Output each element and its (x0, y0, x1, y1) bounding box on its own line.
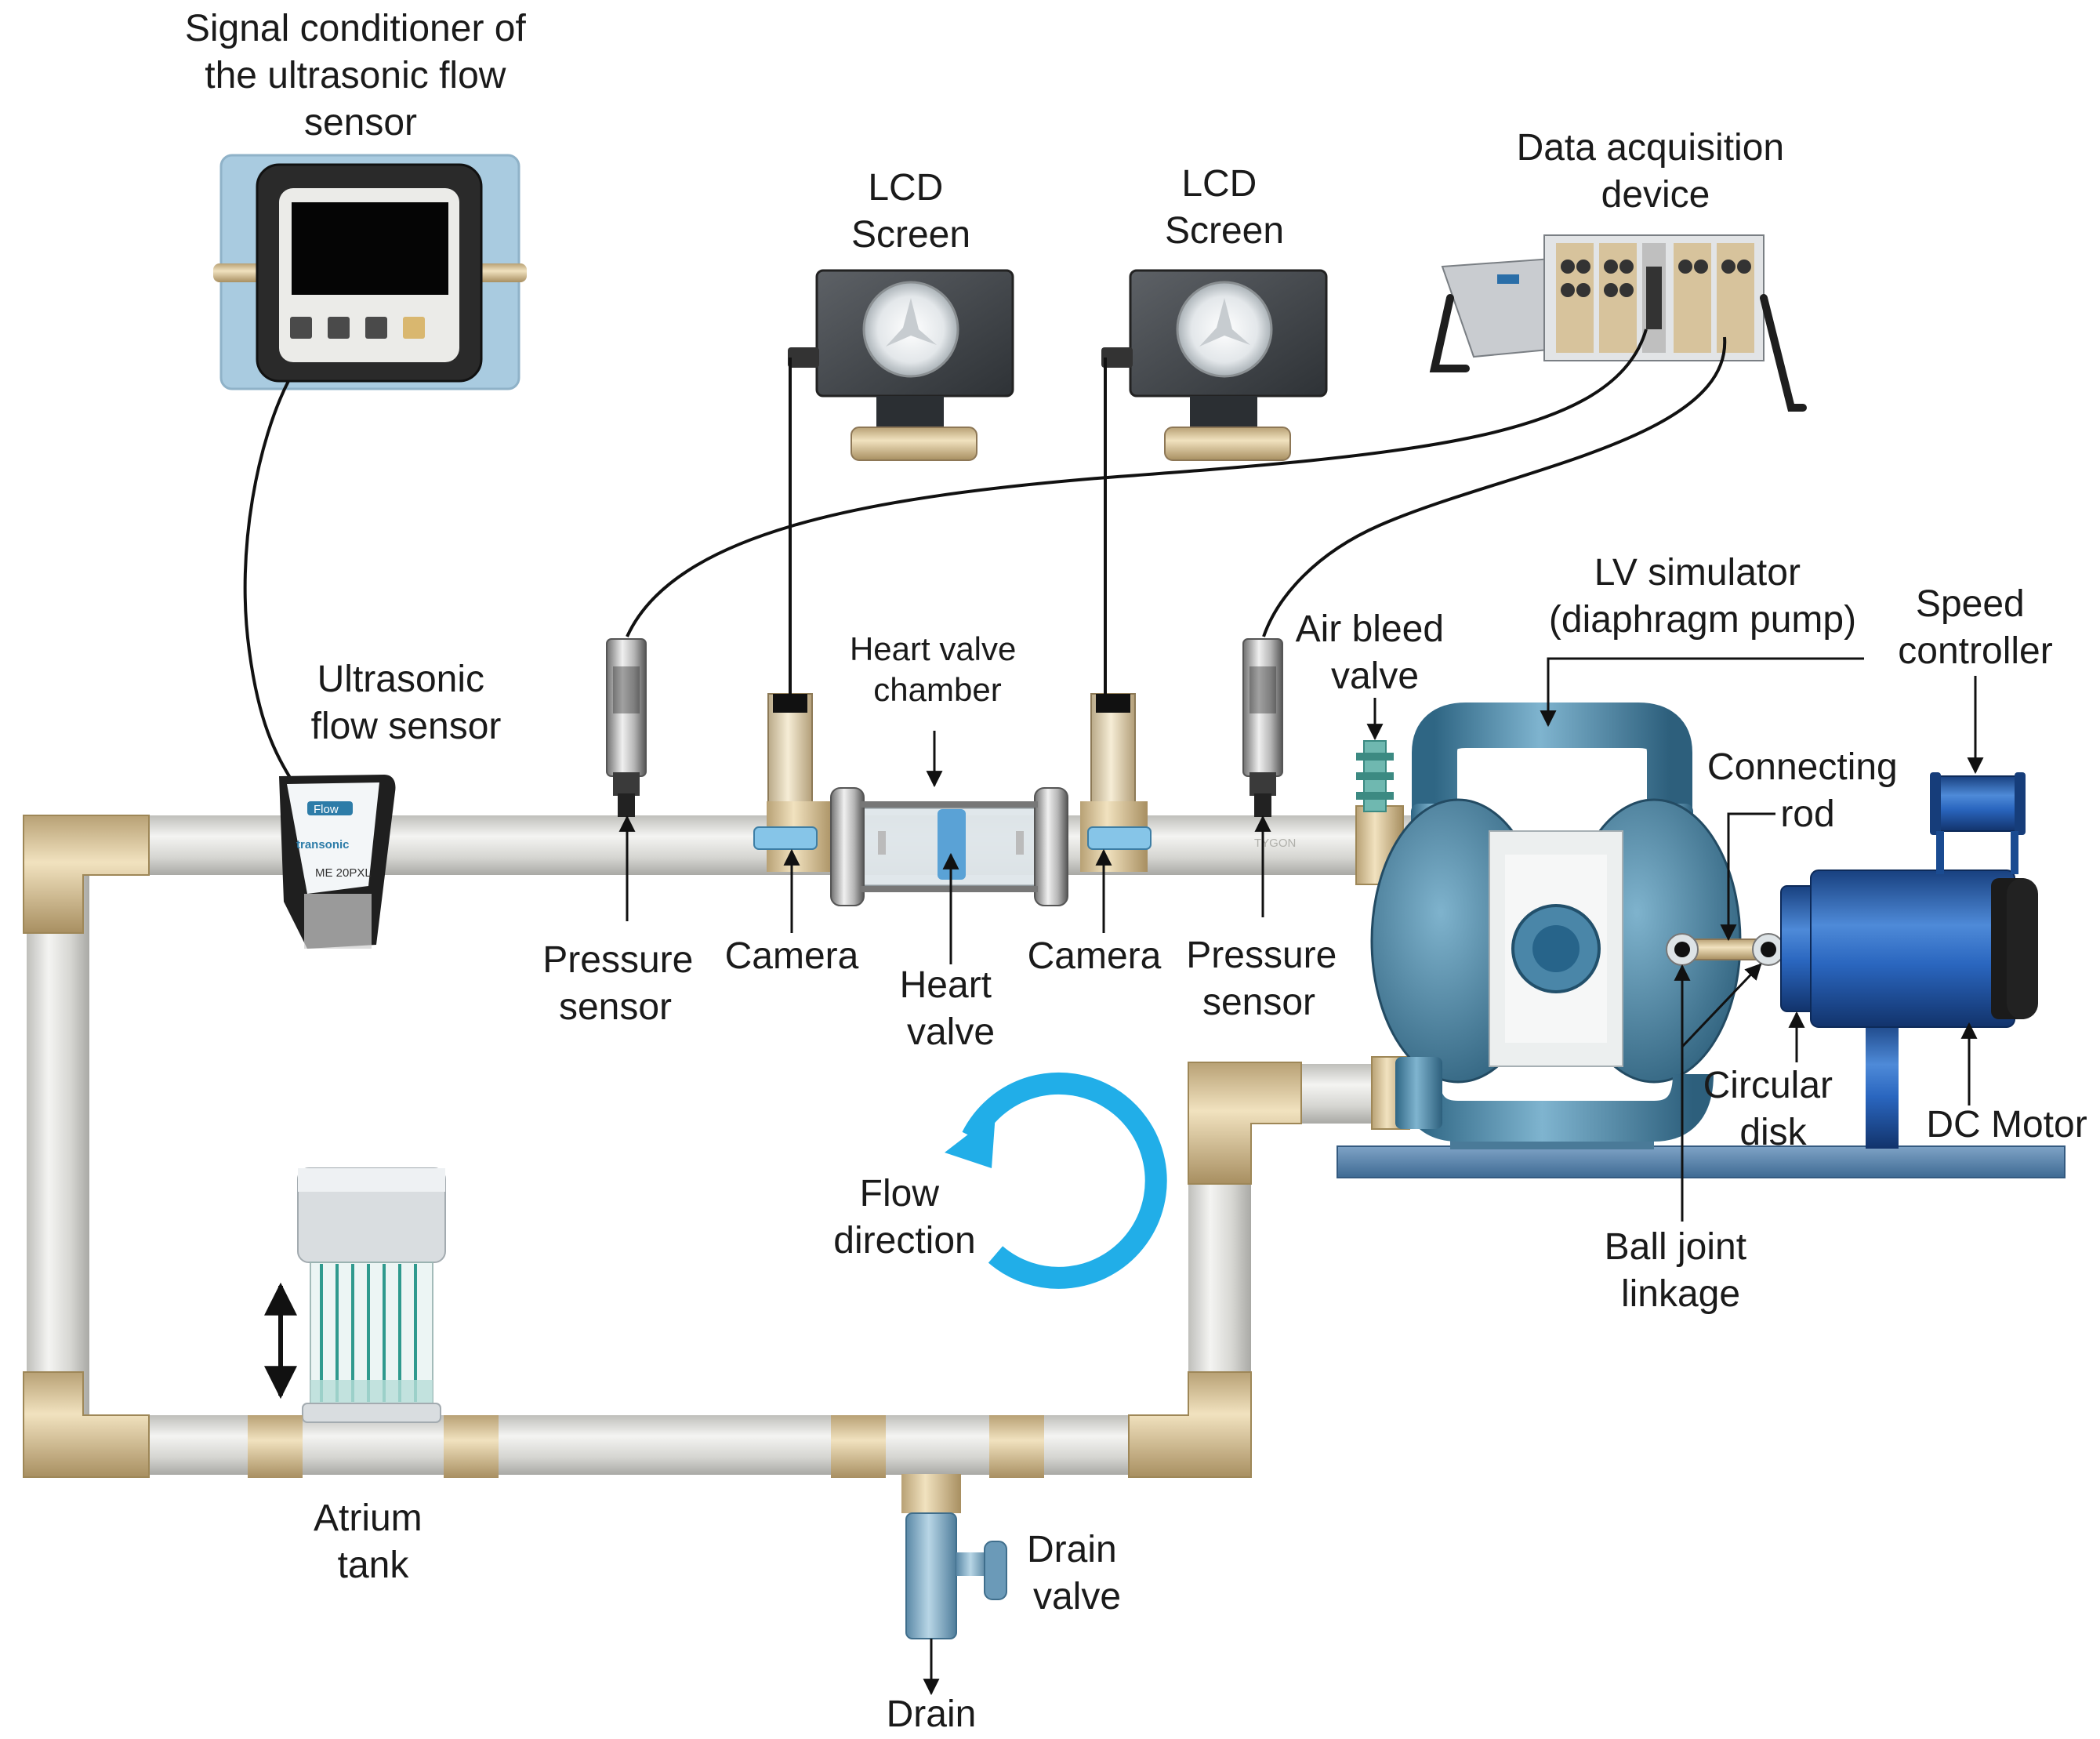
elbow-top-left (23, 815, 150, 934)
camera-right (1080, 693, 1152, 872)
pressure-sensor-right (1242, 638, 1283, 817)
label-drain: Drain (887, 1694, 977, 1735)
label-atrium-tank: Atrium tank (314, 1498, 433, 1586)
dc-motor (1780, 870, 2038, 1149)
tubing-loop: TYGON (23, 805, 1419, 1478)
label-heart-valve: Heart valve (900, 964, 1003, 1053)
label-air-bleed-valve: Air bleed valve (1296, 608, 1455, 697)
data-acquisition-device (1429, 234, 1807, 412)
sensor-model: ME 20PXL (315, 866, 372, 880)
pressure-sensor-left (606, 638, 647, 817)
label-flow-direction: Flow direction (833, 1173, 975, 1262)
ultrasonic-flow-sensor: Flow transonic ME 20PXL (279, 775, 396, 949)
label-pressure-sensor-right: Pressure sensor (1186, 935, 1347, 1023)
drain-valve-handle[interactable] (984, 1541, 1007, 1600)
label-camera-left: Camera (725, 935, 859, 977)
label-ultrasonic-flow-sensor: Ultrasonic flow sensor (311, 659, 502, 747)
drain-valve-body (905, 1512, 957, 1639)
label-lcd-screen-left: LCD Screen (851, 167, 970, 256)
lv-simulator-pump (1337, 702, 2066, 1178)
label-lv-simulator: LV simulator (diaphragm pump) (1549, 552, 1856, 641)
elbow-bottom-left (23, 1371, 150, 1478)
label-heart-valve-chamber: Heart valve chamber (850, 630, 1025, 708)
heart-valve-chamber (830, 787, 1068, 906)
elbow-bottom-right (1128, 1371, 1252, 1478)
lcd-screen-left (788, 269, 1014, 461)
tubing-print: TYGON (1254, 837, 1296, 850)
label-ball-joint: Ball joint linkage (1605, 1226, 1757, 1315)
label-lcd-screen-right: LCD Screen (1165, 163, 1284, 252)
connecting-rod-assembly (1666, 933, 1785, 966)
air-bleed-valve (1356, 740, 1394, 812)
elbow-top-right (1188, 1062, 1302, 1185)
label-connecting-rod: Connecting rod (1707, 746, 1908, 835)
label-signal-conditioner: Signal conditioner of the ultrasonic flo… (185, 8, 536, 143)
label-camera-right: Camera (1028, 935, 1162, 977)
conditioner-cable (243, 380, 296, 786)
label-pressure-sensor-left: Pressure sensor (542, 939, 703, 1028)
conditioner-button[interactable] (365, 317, 387, 339)
labels: Signal conditioner of the ultrasonic flo… (185, 8, 2087, 1735)
speed-controller (1930, 772, 2026, 874)
conditioner-display (292, 202, 448, 295)
signal-conditioner (213, 154, 527, 390)
drain-assembly (831, 1415, 1044, 1696)
flow-tag (307, 801, 353, 815)
label-data-acquisition: Data acquisition device (1517, 127, 1795, 216)
daq-cable-right (1262, 336, 1727, 637)
motor-stand (1866, 1019, 1899, 1149)
conditioner-button[interactable] (328, 317, 350, 339)
daq-cable-left (626, 329, 1648, 637)
camera-left (753, 693, 834, 872)
conditioner-button[interactable] (403, 317, 425, 339)
label-drain-valve: Drain valve (1027, 1529, 1127, 1617)
label-speed-controller: Speed controller (1898, 583, 2052, 672)
pump-base (1337, 1145, 2066, 1178)
atrium-tank (248, 1167, 499, 1478)
flow-direction-arrow-icon (945, 1072, 1167, 1289)
left-vertical-tube (27, 868, 89, 1432)
label-dc-motor: DC Motor (1926, 1104, 2087, 1145)
conditioner-button[interactable] (290, 317, 312, 339)
lcd-screen-right (1101, 269, 1328, 461)
label-circular-disk: Circular disk (1703, 1065, 1844, 1153)
leader-lines (618, 657, 1984, 1222)
sensor-brand: transonic (296, 838, 350, 851)
flow-tag-text: Flow (314, 803, 339, 816)
